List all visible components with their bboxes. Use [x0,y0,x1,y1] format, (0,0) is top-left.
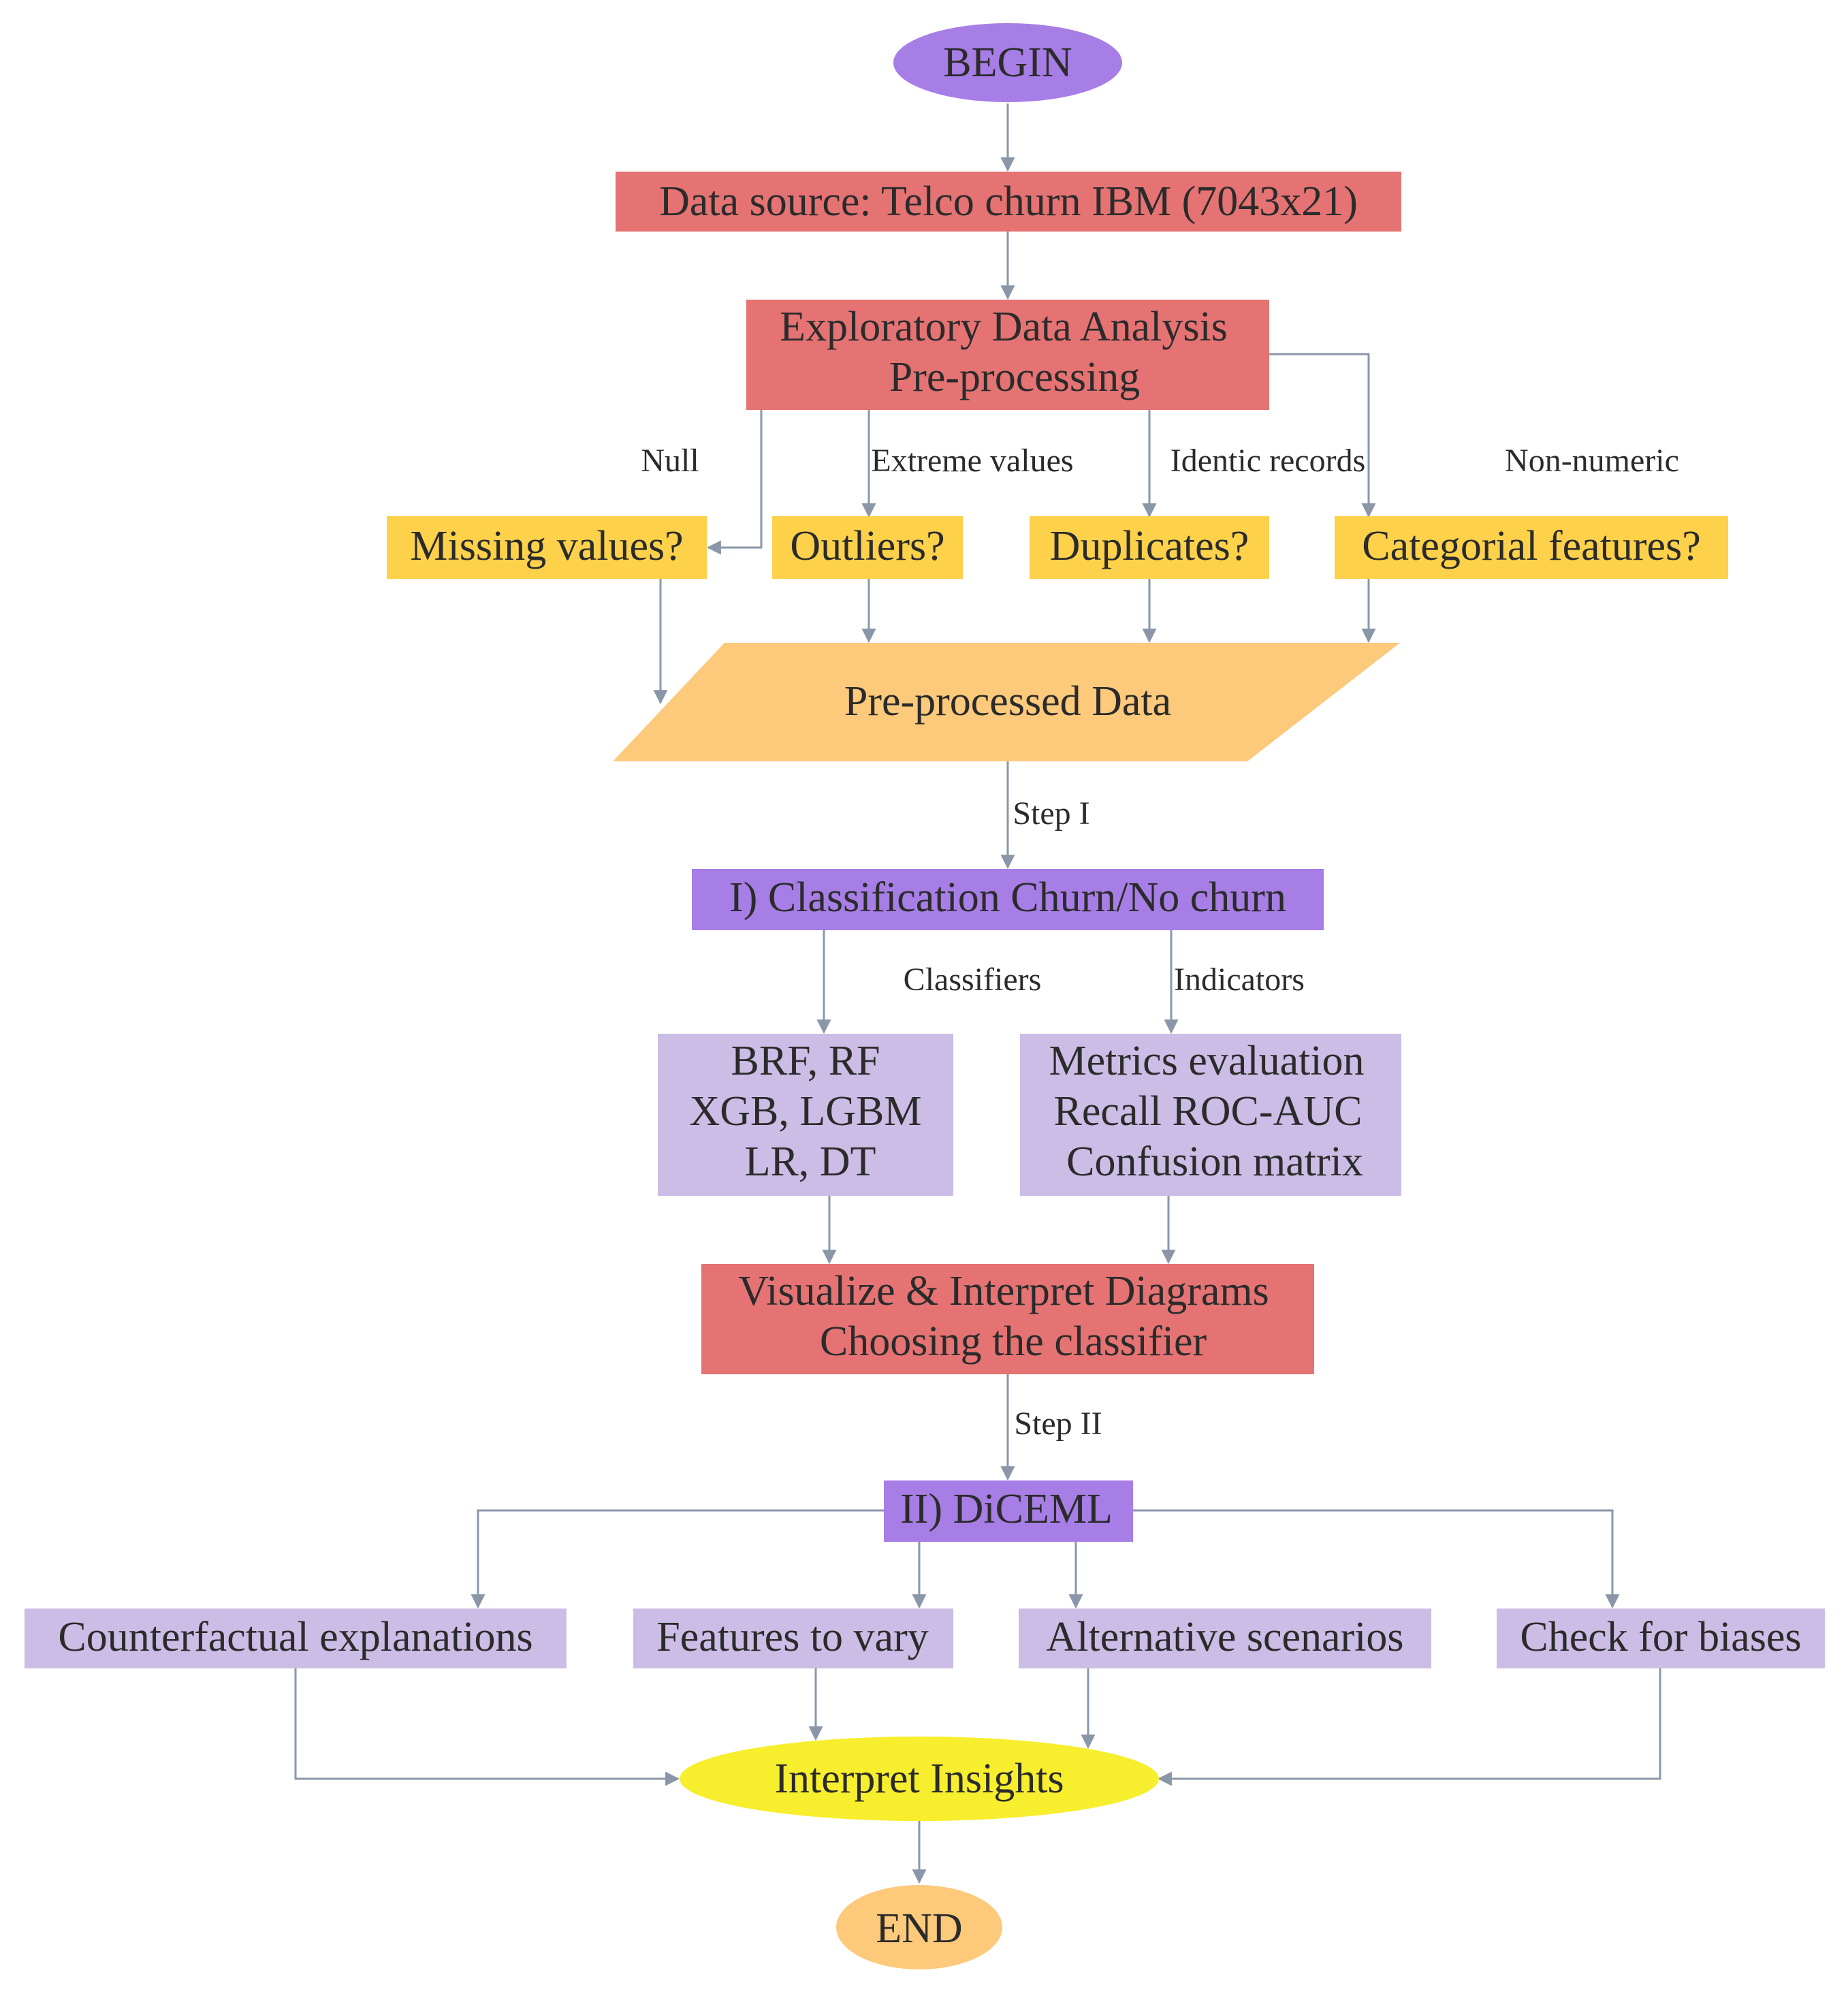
label-step-2: Step II [1014,1406,1102,1442]
begin-node: BEGIN [893,23,1122,102]
features-to-vary-label: Features to vary [656,1614,928,1660]
check-biases-label: Check for biases [1520,1614,1801,1660]
edge-diceml-counterfactual [471,1509,884,1609]
label-extreme-values: Extreme values [871,443,1073,479]
diceml-label: II) DiCEML [900,1486,1113,1532]
missing-values-label: Missing values? [410,523,683,569]
metrics-node: Metrics evaluation Recall ROC-AUC Confus… [1020,1034,1401,1196]
metrics-label-line-1: Metrics evaluation [1049,1038,1364,1084]
visualize-label-line-2: Choosing the classifier [820,1318,1207,1365]
classifiers-label-line-3: LR, DT [745,1139,876,1185]
counterfactual-label: Counterfactual explanations [58,1614,532,1660]
label-identic-records: Identic records [1170,443,1366,479]
edge-diceml-biases [1133,1509,1620,1609]
metrics-label-line-3: Confusion matrix [1066,1139,1363,1185]
visualize-node: Visualize & Interpret Diagrams Choosing … [701,1264,1314,1374]
label-null: Null [641,443,699,479]
label-classifiers: Classifiers [904,962,1042,998]
end-node: END [836,1885,1002,1969]
check-biases-node: Check for biases [1497,1609,1825,1668]
duplicates-node: Duplicates? [1030,516,1269,579]
eda-node: Exploratory Data Analysis Pre-processing [746,300,1269,410]
label-non-numeric: Non-numeric [1505,443,1679,479]
classification-node: I) Classification Churn/No churn [692,869,1324,930]
interpret-insights-label: Interpret Insights [774,1756,1064,1802]
edges [294,104,1661,1884]
preprocessed-data-label: Pre-processed Data [844,678,1171,725]
categorial-features-label: Categorial features? [1362,523,1700,569]
edge-biases-insights [1157,1668,1661,1786]
metrics-label-line-2: Recall ROC-AUC [1054,1088,1363,1135]
interpret-insights-node: Interpret Insights [680,1737,1159,1821]
missing-values-node: Missing values? [387,516,707,579]
edge-eda-missing [706,410,763,555]
edge-counterfactual-insights [294,1668,680,1786]
duplicates-label: Duplicates? [1050,523,1249,569]
label-indicators: Indicators [1174,962,1305,998]
diceml-node: II) DiCEML [884,1480,1133,1542]
nodes: BEGIN Data source: Telco churn IBM (7043… [25,23,1825,1969]
counterfactual-node: Counterfactual explanations [25,1609,567,1668]
alternative-scenarios-node: Alternative scenarios [1019,1609,1431,1668]
alternative-scenarios-label: Alternative scenarios [1046,1614,1403,1660]
outliers-label: Outliers? [790,523,944,569]
visualize-label-line-1: Visualize & Interpret Diagrams [738,1268,1269,1314]
features-to-vary-node: Features to vary [633,1609,953,1668]
edge-labels: Null Extreme values Identic records Non-… [641,443,1679,1442]
end-label: END [876,1905,962,1952]
classifiers-label-line-1: BRF, RF [731,1038,880,1084]
data-source-node: Data source: Telco churn IBM (7043x21) [616,172,1401,232]
classifiers-label-line-2: XGB, LGBM [689,1088,921,1135]
edge-eda-categorial [1269,353,1376,518]
classification-label: I) Classification Churn/No churn [729,874,1286,921]
data-source-label: Data source: Telco churn IBM (7043x21) [659,178,1358,225]
outliers-node: Outliers? [772,516,963,579]
categorial-features-node: Categorial features? [1335,516,1728,579]
preprocessed-data-node: Pre-processed Data [613,643,1400,761]
eda-label-line-2: Pre-processing [889,354,1140,400]
eda-label-line-1: Exploratory Data Analysis [780,304,1228,350]
classifiers-node: BRF, RF XGB, LGBM LR, DT [658,1034,953,1196]
begin-label: BEGIN [943,39,1072,86]
label-step-1: Step I [1013,795,1089,831]
